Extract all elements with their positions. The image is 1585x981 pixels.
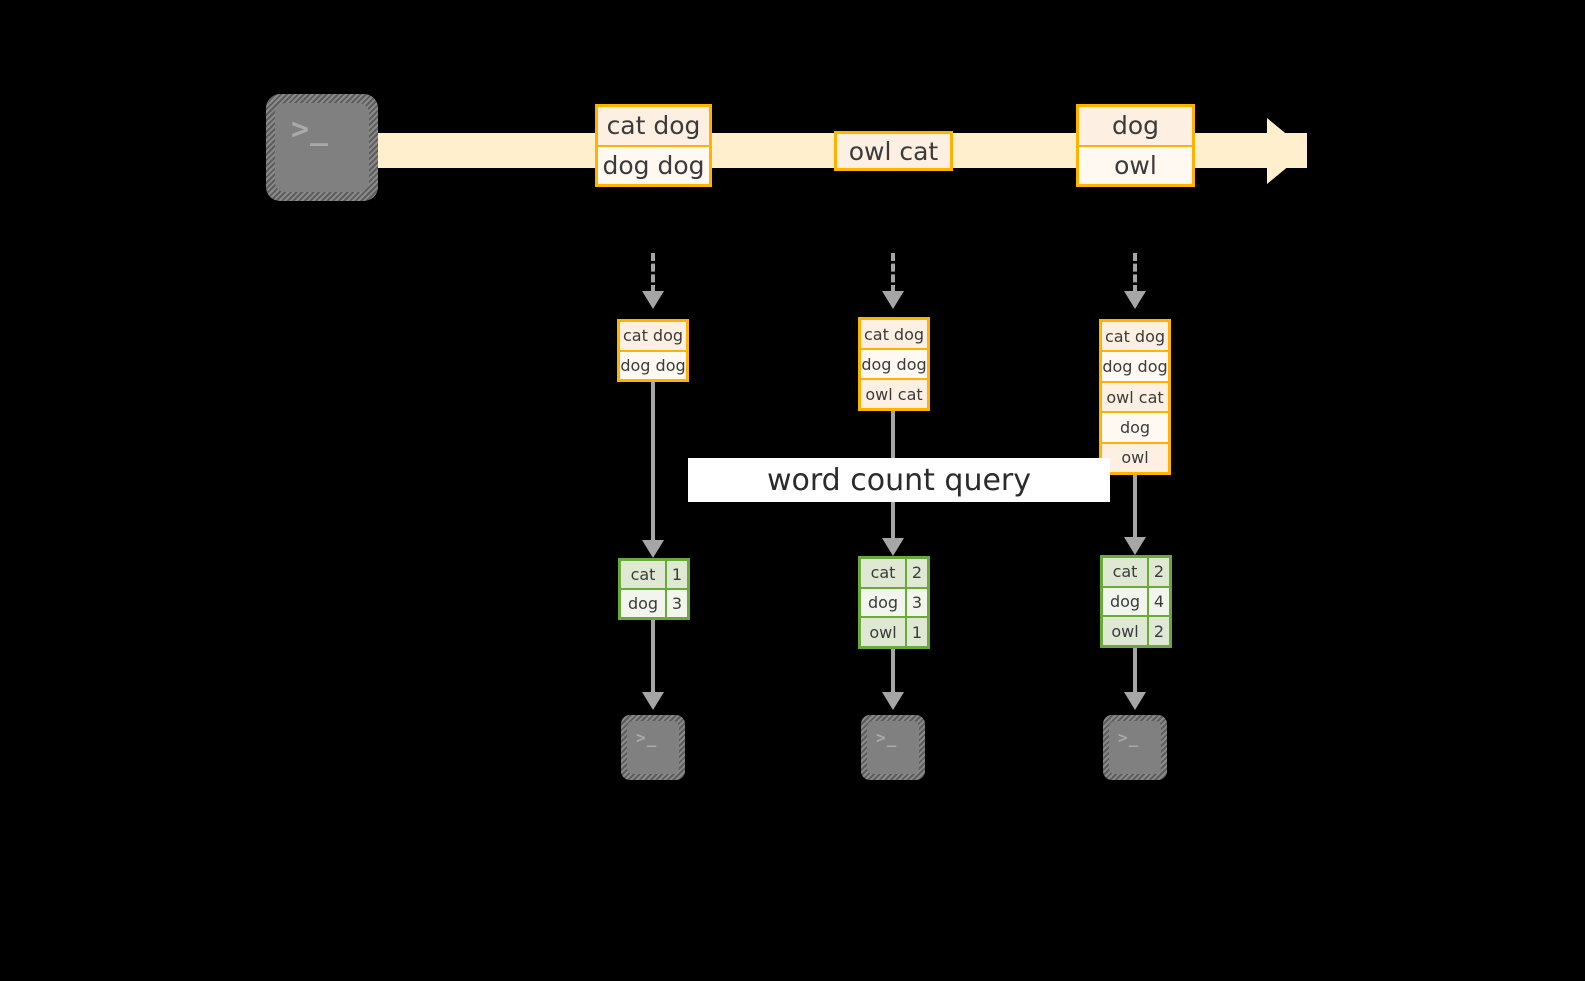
result-count: 2 — [1149, 617, 1169, 646]
accumulated-line: owl cat — [1102, 382, 1168, 414]
result-row: cat 2 — [861, 559, 927, 589]
result-word: dog — [861, 588, 907, 617]
accumulated-records-3: cat dog dog dog owl cat dog owl — [1099, 319, 1171, 475]
query-connector-1 — [651, 382, 655, 552]
terminal-screen: >_ — [627, 721, 679, 774]
accumulated-line: dog dog — [1102, 352, 1168, 383]
result-word: owl — [1103, 617, 1149, 646]
result-row: owl 1 — [861, 618, 927, 647]
result-word: dog — [1103, 587, 1149, 616]
stream-batch-line: dog dog — [598, 146, 709, 184]
accumulated-line: cat dog — [620, 322, 686, 352]
result-row: dog 4 — [1103, 587, 1169, 618]
accumulated-line: owl cat — [861, 380, 927, 408]
terminal-prompt-glyph: >_ — [636, 728, 658, 747]
terminal-prompt-glyph: >_ — [291, 112, 330, 147]
stream-tap-line-1 — [651, 253, 655, 293]
accumulated-records-1: cat dog dog dog — [617, 319, 689, 382]
sink-terminal-icon-3[interactable]: >_ — [1103, 715, 1167, 780]
sink-connector-arrowhead-3 — [1124, 692, 1146, 710]
word-count-result-2: cat 2 dog 3 owl 1 — [858, 556, 930, 649]
result-word: cat — [861, 559, 907, 587]
result-count: 1 — [907, 618, 927, 647]
result-row: owl 2 — [1103, 617, 1169, 646]
result-word: owl — [861, 618, 907, 647]
sink-connector-1 — [651, 620, 655, 695]
query-connector-3 — [1133, 475, 1137, 552]
result-row: dog 3 — [861, 588, 927, 619]
source-terminal-icon[interactable]: >_ — [266, 94, 378, 201]
stream-batch-3: dog owl — [1076, 104, 1195, 187]
accumulated-records-2: cat dog dog dog owl cat — [858, 317, 930, 411]
result-count: 4 — [1149, 587, 1169, 616]
stream-batch-line: cat dog — [598, 107, 709, 147]
stream-batch-line: owl — [1079, 146, 1192, 184]
stream-batch-line: dog — [1079, 107, 1192, 147]
accumulated-line: cat dog — [861, 320, 927, 350]
sink-connector-arrowhead-2 — [882, 692, 904, 710]
terminal-prompt-glyph: >_ — [1118, 728, 1140, 747]
sink-connector-3 — [1133, 648, 1137, 695]
result-row: cat 1 — [621, 561, 687, 590]
query-connector-arrowhead-3 — [1124, 537, 1146, 555]
sink-terminal-icon-2[interactable]: >_ — [861, 715, 925, 780]
stream-tap-arrowhead-1 — [642, 291, 664, 309]
result-word: cat — [1103, 558, 1149, 586]
terminal-screen: >_ — [275, 103, 369, 192]
result-word: dog — [621, 590, 667, 617]
query-connector-arrowhead-1 — [642, 540, 664, 558]
result-row: dog 3 — [621, 590, 687, 617]
result-word: cat — [621, 561, 667, 588]
accumulated-line: cat dog — [1102, 322, 1168, 353]
result-count: 2 — [1149, 558, 1169, 586]
word-count-result-3: cat 2 dog 4 owl 2 — [1100, 555, 1172, 648]
accumulated-line: dog dog — [861, 350, 927, 380]
stream-arrowhead-icon — [1267, 118, 1307, 184]
stream-tap-line-3 — [1133, 253, 1137, 293]
word-count-result-1: cat 1 dog 3 — [618, 558, 690, 620]
stream-batch-2: owl cat — [834, 131, 953, 171]
accumulated-line: dog — [1102, 413, 1168, 444]
result-row: cat 2 — [1103, 558, 1169, 588]
result-count: 2 — [907, 559, 927, 587]
stream-batch-line: owl cat — [837, 134, 950, 168]
result-count: 3 — [667, 590, 687, 617]
accumulated-line: owl — [1102, 443, 1168, 473]
sink-connector-arrowhead-1 — [642, 692, 664, 710]
stream-tap-line-2 — [891, 253, 895, 293]
stream-batch-1: cat dog dog dog — [595, 104, 712, 187]
terminal-screen: >_ — [1109, 721, 1161, 774]
terminal-prompt-glyph: >_ — [876, 728, 898, 747]
query-connector-arrowhead-2 — [882, 538, 904, 556]
sink-terminal-icon-1[interactable]: >_ — [621, 715, 685, 780]
result-count: 3 — [907, 588, 927, 617]
query-label: word count query — [688, 458, 1110, 502]
terminal-screen: >_ — [867, 721, 919, 774]
stream-tap-arrowhead-3 — [1124, 291, 1146, 309]
stream-tap-arrowhead-2 — [882, 291, 904, 309]
result-count: 1 — [667, 561, 687, 588]
sink-connector-2 — [891, 649, 895, 695]
accumulated-line: dog dog — [620, 351, 686, 379]
